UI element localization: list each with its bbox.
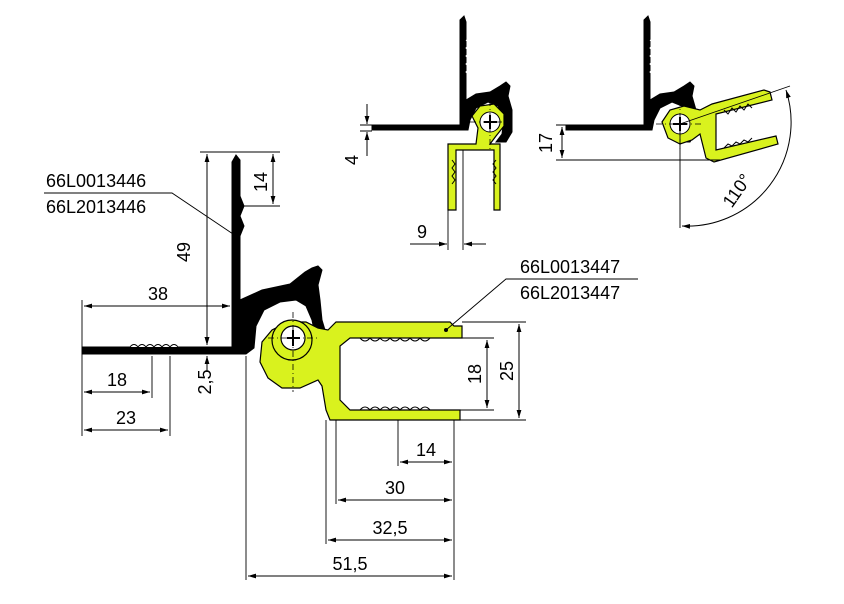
door-code-2: 66L2013447	[520, 283, 620, 303]
detail-view-open: 17 110°	[536, 15, 792, 229]
angle-arc	[681, 89, 792, 229]
dim-14-top: 14	[251, 172, 271, 192]
door-code-leader	[445, 278, 638, 331]
door-code-1: 66L0013447	[520, 257, 620, 277]
door-profile-teeth	[359, 337, 431, 411]
hinge-centre-line	[268, 312, 320, 392]
dim-14-bottom: 14	[416, 440, 436, 460]
wall-code-2: 66L2013446	[46, 197, 146, 217]
dim-51-5: 51,5	[332, 554, 367, 574]
dim-18-right: 18	[465, 364, 485, 384]
wall-profile-grip	[129, 344, 179, 348]
dim-23: 23	[116, 408, 136, 428]
dim-9: 9	[417, 222, 427, 242]
wall-code-leader	[44, 192, 237, 237]
dim-30: 30	[385, 478, 405, 498]
detail-view-closed: 4 9	[342, 15, 513, 250]
wall-profile	[81, 154, 329, 375]
dim-25-right: 25	[497, 361, 517, 381]
detail-a-wall-profile	[371, 15, 513, 143]
dim-18-left: 18	[107, 370, 127, 390]
dim-17: 17	[536, 133, 556, 153]
dim-4: 4	[342, 155, 362, 165]
dim-49: 49	[174, 242, 194, 262]
dim-32-5: 32,5	[372, 518, 407, 538]
wall-code-1: 66L0013446	[46, 171, 146, 191]
dim-38: 38	[148, 284, 168, 304]
dim-2-5: 2,5	[195, 369, 215, 394]
main-view: 66L0013446 66L2013446 14 49 38 2,5 18 23…	[44, 151, 638, 580]
